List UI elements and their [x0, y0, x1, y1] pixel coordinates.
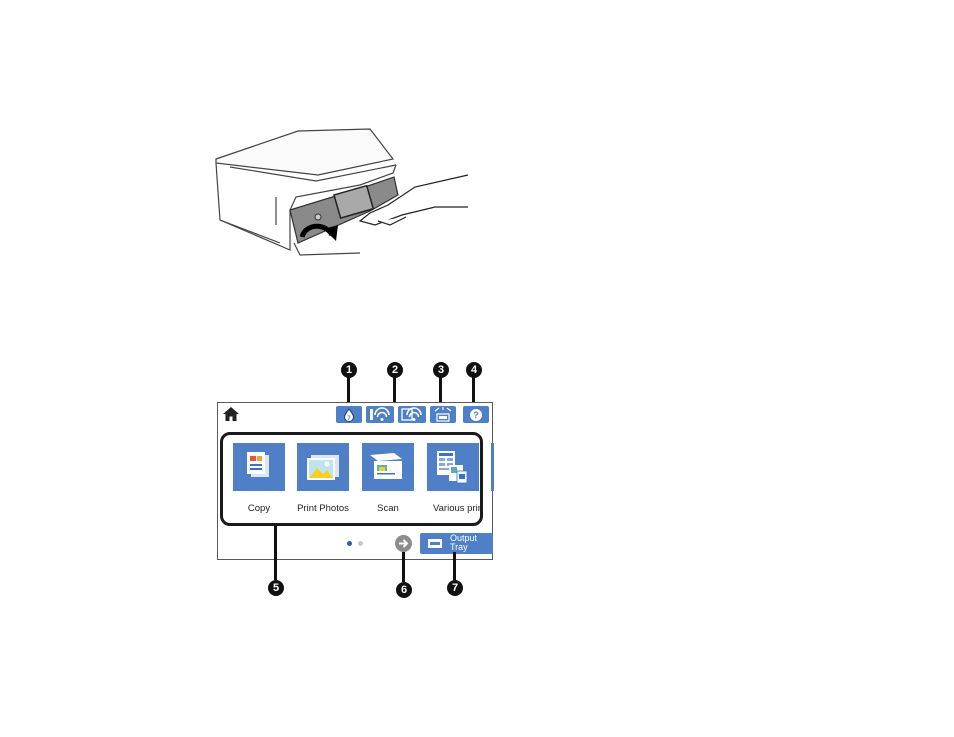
help-icon: ? [470, 409, 482, 421]
callout-3-leader [439, 377, 442, 407]
callout-1-leader [347, 377, 350, 407]
next-page-button[interactable] [395, 535, 412, 552]
output-tray-icon [428, 539, 442, 548]
various-prints-label: Various prints [433, 503, 483, 514]
callout-7-leader [453, 552, 456, 580]
wifi-status-button[interactable] [398, 406, 426, 423]
hand-icon [358, 174, 469, 226]
callout-7: 7 [447, 580, 463, 596]
wifi-icon [401, 407, 422, 421]
svg-text:7: 7 [347, 416, 351, 422]
ink-icon: 7 [343, 408, 355, 422]
apps-highlight-frame [220, 432, 483, 526]
svg-text:?: ? [473, 410, 479, 420]
callout-4-leader [472, 377, 475, 407]
home-icon[interactable] [222, 406, 240, 422]
scan-icon [370, 453, 402, 479]
various-prints-icon [437, 451, 468, 484]
print-photos-label: Print Photos [297, 503, 349, 514]
callout-3: 3 [433, 362, 449, 378]
page-dot-active [347, 541, 352, 546]
callout-6-leader [402, 552, 405, 582]
copy-button[interactable] [233, 443, 285, 491]
curved-arrow-icon [299, 223, 338, 241]
callout-2: 2 [387, 362, 403, 378]
help-button[interactable]: ? [463, 406, 489, 423]
eco-icon [434, 407, 452, 422]
callout-5-leader [274, 526, 277, 580]
copy-icon [247, 452, 269, 477]
arrow-right-icon [399, 539, 409, 548]
various-prints-button[interactable] [427, 443, 479, 491]
print-photos-button[interactable] [297, 443, 349, 491]
ink-status-button[interactable]: 7 [336, 406, 362, 423]
printer-illustration [215, 128, 469, 256]
copy-label: Copy [247, 503, 271, 514]
output-tray-button[interactable]: Output Tray [420, 533, 493, 554]
scan-button[interactable] [362, 443, 414, 491]
scan-label: Scan [377, 503, 399, 514]
wifi-direct-status-button[interactable] [366, 406, 394, 423]
photo-icon [307, 455, 339, 480]
next-app-tile-partial[interactable] [491, 443, 494, 491]
output-tray-label: Output Tray [450, 533, 478, 552]
wifi-direct-icon [370, 407, 390, 421]
page-dot [358, 541, 363, 546]
callout-6: 6 [396, 582, 412, 598]
callout-5: 5 [268, 580, 284, 596]
callout-2-leader [393, 377, 396, 407]
eco-status-button[interactable] [430, 406, 456, 423]
callout-1: 1 [341, 362, 357, 378]
callout-4: 4 [466, 362, 482, 378]
